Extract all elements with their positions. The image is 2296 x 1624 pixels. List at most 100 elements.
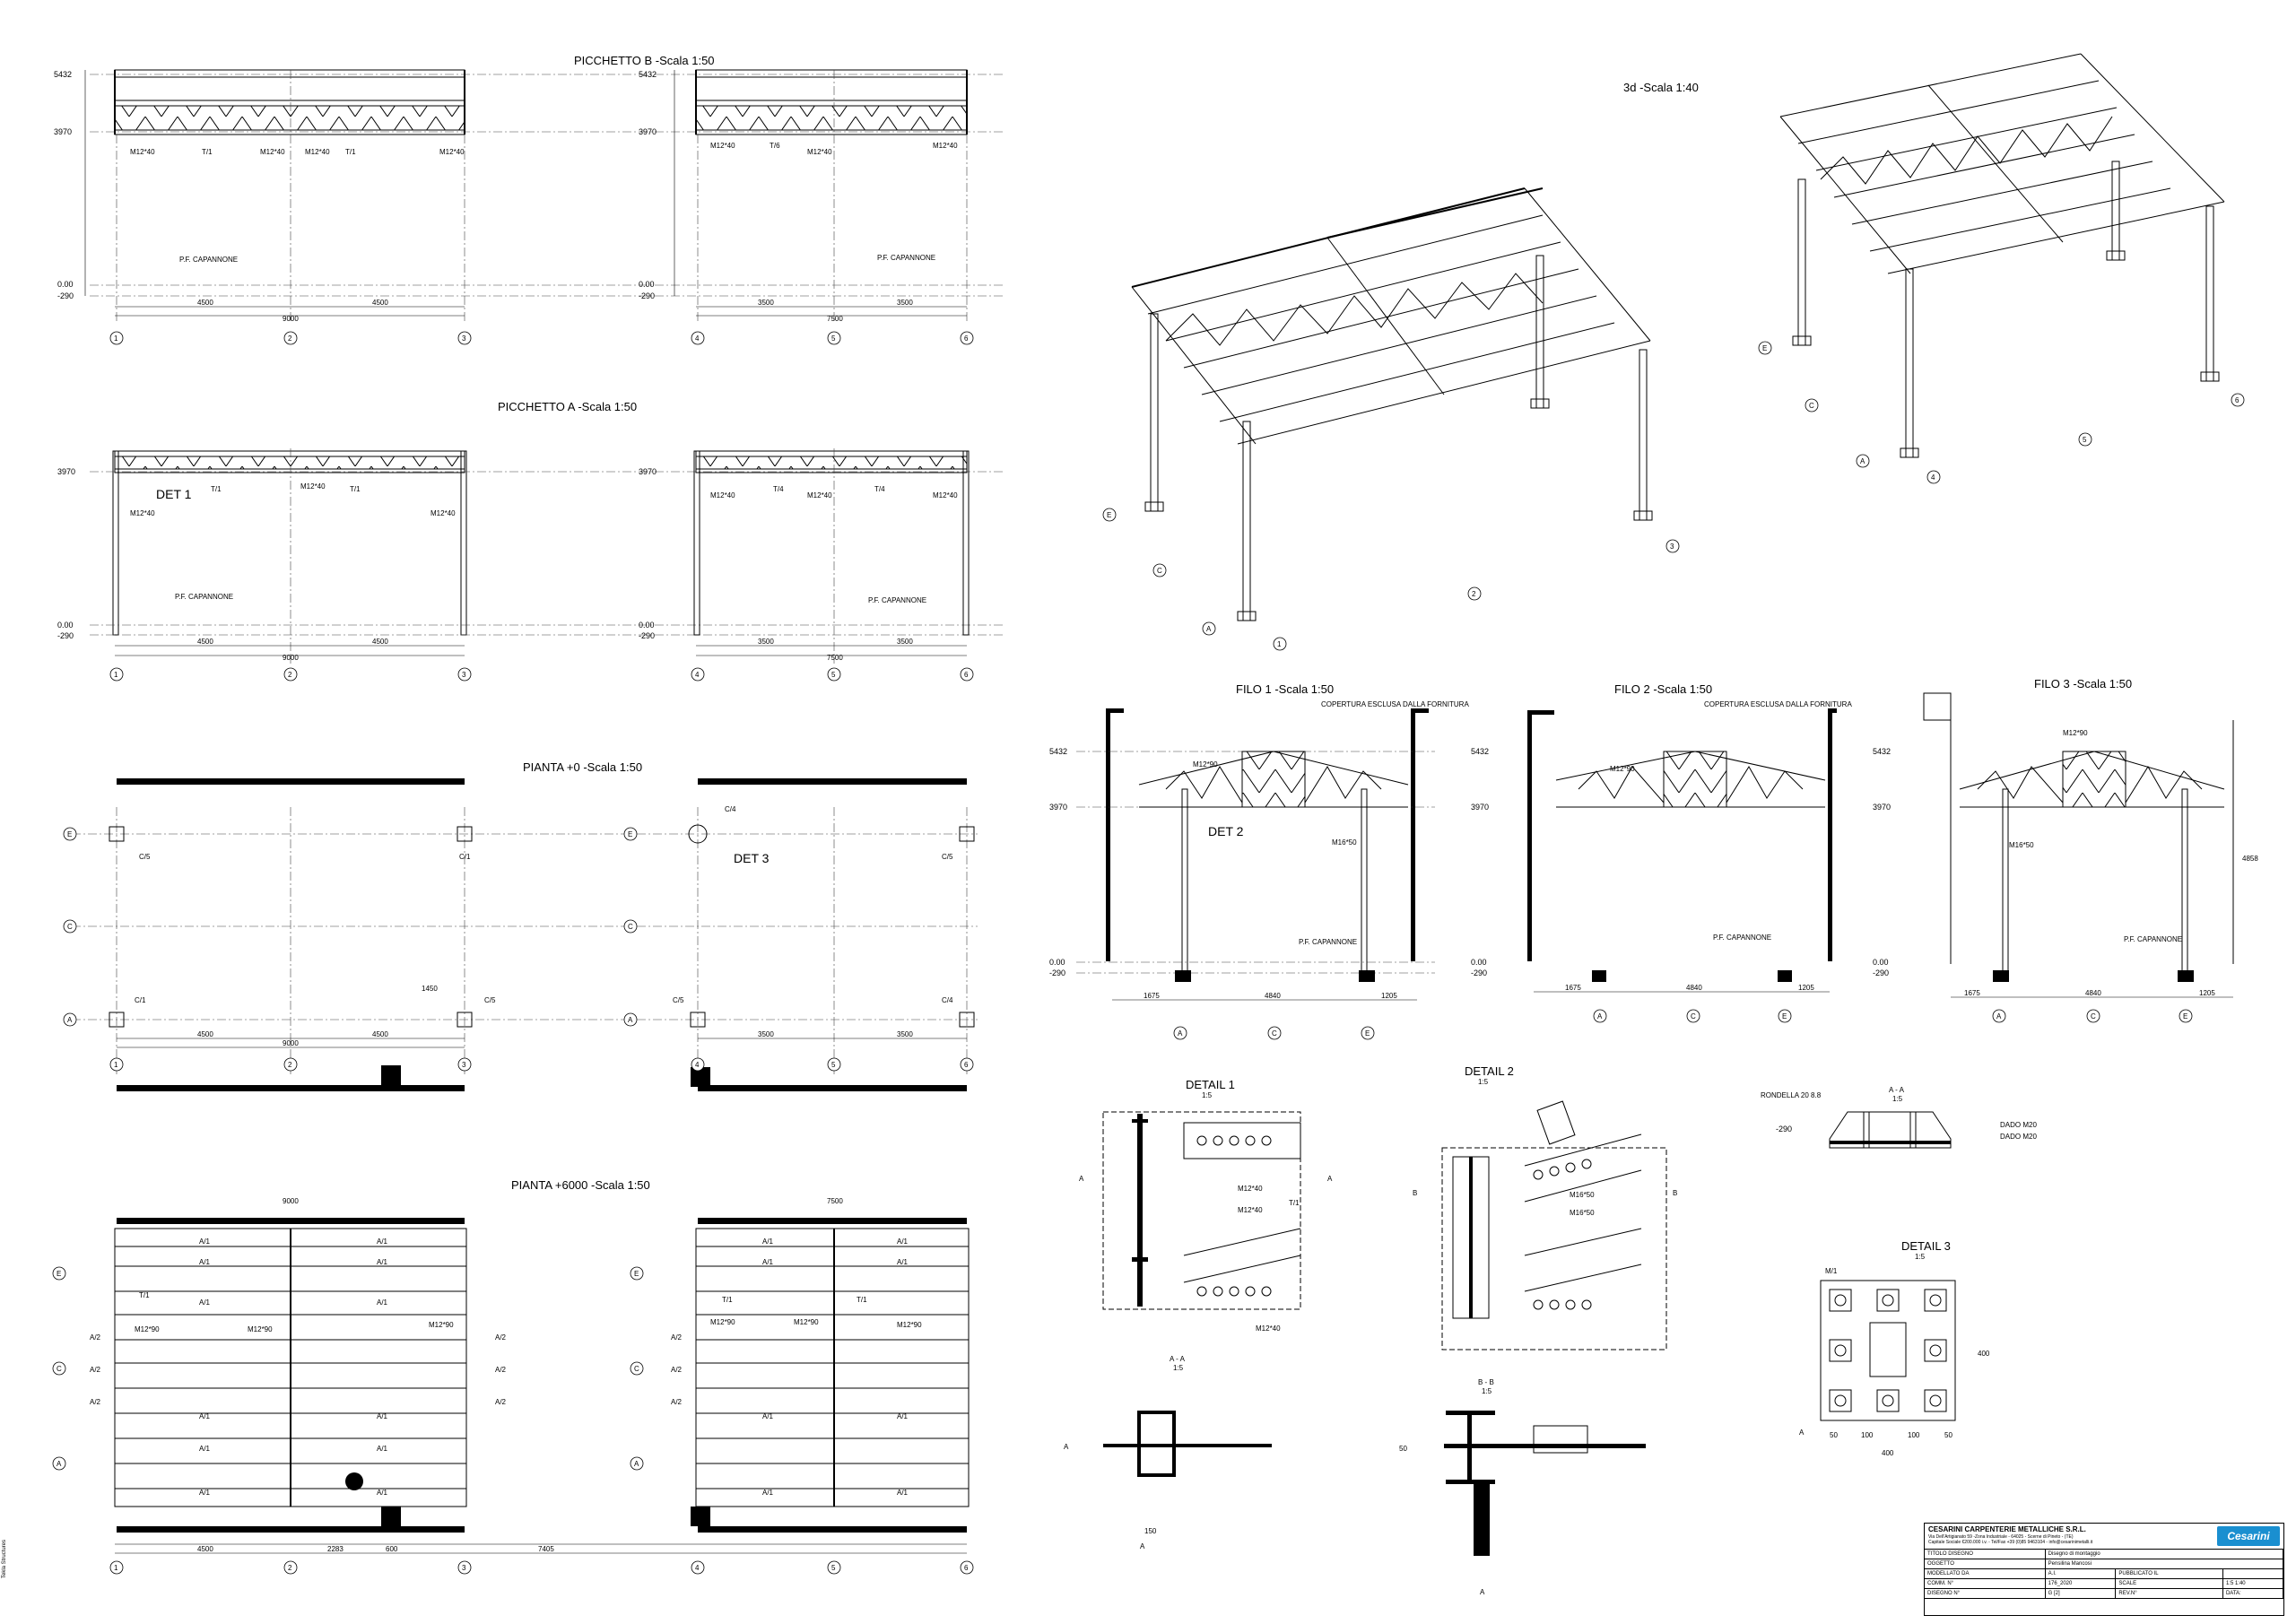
grid-label: E [1107,511,1111,519]
grid-label: 6 [964,334,969,343]
grid-label: A [1996,1012,2002,1020]
dim-1205: 1205 [1798,984,1814,992]
grid-label: 2 [1472,590,1476,598]
dim-4840: 4840 [1265,992,1281,1000]
dim-1205: 1205 [1381,992,1397,1000]
section-bb-title: B - B [1478,1378,1494,1386]
level-m290: -290 [1471,968,1487,977]
titolo-label: TITOLO DISEGNO [1925,1550,2046,1559]
picchetto-b-view: PICCHETTO B -Scala 1:50 5432 3970 0.00 -… [54,54,1004,345]
level-000: 0.00 [57,621,74,630]
grid-label: 5 [831,1061,836,1069]
dim-400: 400 [1882,1449,1894,1457]
grid-label: 6 [964,671,969,679]
view-3d-left-model: E C A 1 2 3 [1102,187,1680,651]
truss-label: T/1 [722,1296,733,1304]
level-000: 0.00 [639,280,655,289]
beam-label: A/2 [495,1333,507,1342]
grid-label: E [1762,344,1767,352]
section-aa-title: A - A [1170,1355,1186,1363]
data-label: DATA: [2222,1588,2284,1599]
bolt-label: M12*40 [933,142,958,150]
bolt-label: M12*40 [130,148,155,156]
level-5432: 5432 [639,70,657,79]
detail-3: DETAIL 3 1:5 M/1 50 100 100 50 400 400 A [1799,1239,1990,1457]
dim-600: 600 [386,1545,398,1553]
dim-3500: 3500 [897,1030,913,1038]
beam-label: A/2 [90,1366,101,1374]
level-m290: -290 [1873,968,1889,977]
det2-callout: DET 2 [1208,824,1244,838]
titolo-value: Disegno di montaggio [2045,1550,2284,1559]
pubblicato-value [2222,1568,2284,1579]
picchetto-a-right: 3970 0.00 -290 M12*40 T/4 M12*40 T/4 M12… [639,448,974,682]
grid-bubble-2 [283,1560,298,1575]
grid-bubble-3 [457,1057,472,1072]
section-marker: A [1064,1443,1069,1451]
dim-9000: 9000 [283,1197,299,1205]
column-label: C/1 [459,853,471,861]
company-name: CESARINI CARPENTERIE METALLICHE S.R.L. [1928,1525,2086,1533]
grid-bubble-a [63,1012,77,1027]
section-marker: B [1413,1189,1417,1197]
bolt-label: M16*50 [2009,841,2034,849]
capital-line: Capitale Sociale €200.000 i.v. - Tel/Fax… [1928,1540,2093,1545]
grid-label: 1 [114,671,118,679]
level-3970: 3970 [639,127,657,136]
grid-bubble-c [623,919,638,934]
column-label: C/4 [725,805,736,813]
truss-label: T/1 [211,485,222,493]
grid-bubble-1 [109,1560,124,1575]
grid-bubble-1 [1273,637,1287,651]
grid-label: 3 [462,671,466,679]
bolt-label: M12*90 [248,1325,273,1333]
grid-label: C [1272,1029,1277,1038]
dim-9000: 9000 [283,1039,299,1047]
truss-label: T/1 [857,1296,867,1304]
grid-bubble-3 [1665,539,1680,553]
grid-label: 5 [831,671,836,679]
filo-1-title: FILO 1 -Scala 1:50 [1236,682,1334,696]
grid-bubble-6 [960,1057,974,1072]
address-line: Via Dell'Artigianato 59 -Zona Industrial… [1928,1534,2074,1540]
level-5432: 5432 [54,70,72,79]
pianta-0-right: DET 3 C/4 C/5 C/5 C/4 E C A 3500 3500 4 … [623,778,975,1091]
picchetto-b-left: 5432 3970 0.00 -290 M12*40 T/1 M12*40 M1… [54,69,1004,345]
bolt-label: M12*90 [710,1318,735,1326]
company-logo: Cesarini [2217,1526,2280,1546]
beam-label: A/1 [377,1298,388,1307]
beam-label: A/1 [199,1445,211,1453]
filo-2-title: FILO 2 -Scala 1:50 [1614,682,1712,696]
dim-2283: 2283 [327,1545,344,1553]
grid-label: E [67,830,72,838]
grid-bubble-c [63,919,77,934]
grid-bubble-e [2179,1009,2193,1023]
dim-4500: 4500 [372,1030,388,1038]
grid-bubble-4 [691,1560,705,1575]
comm-value: 176_2020 [2045,1578,2117,1589]
dim-4840: 4840 [1686,984,1702,992]
bolt-label: M12*40 [1238,1185,1263,1193]
bolt-label: M12*40 [807,491,832,499]
level-m290: -290 [1049,968,1065,977]
grid-bubble-5 [827,331,841,345]
grid-bubble-1 [109,667,124,682]
dim-4500: 4500 [372,638,388,646]
grid-label: C [1691,1012,1696,1020]
grid-bubble-c [1267,1026,1282,1040]
bolt-label: M12*40 [807,148,832,156]
pianta-6000-title: PIANTA +6000 -Scala 1:50 [511,1178,650,1192]
dim-4500: 4500 [197,299,213,307]
grid-bubble-c [1152,563,1167,578]
rev-label: REV.N° [2115,1588,2223,1599]
grid-bubble-e [623,827,638,841]
beam-label: A/1 [377,1489,388,1497]
picchetto-a-title: PICCHETTO A -Scala 1:50 [498,400,637,413]
grid-bubble-4 [691,667,705,682]
detail-2: DETAIL 2 1:5 M16*50 M16*50 B B [1413,1064,1677,1350]
grid-label: 3 [462,1061,466,1069]
section-aa-left: A - A 1:5 A A 150 [1064,1355,1272,1550]
grid-label: A [67,1016,73,1024]
section-bb-scale: 1:5 [1482,1387,1492,1395]
